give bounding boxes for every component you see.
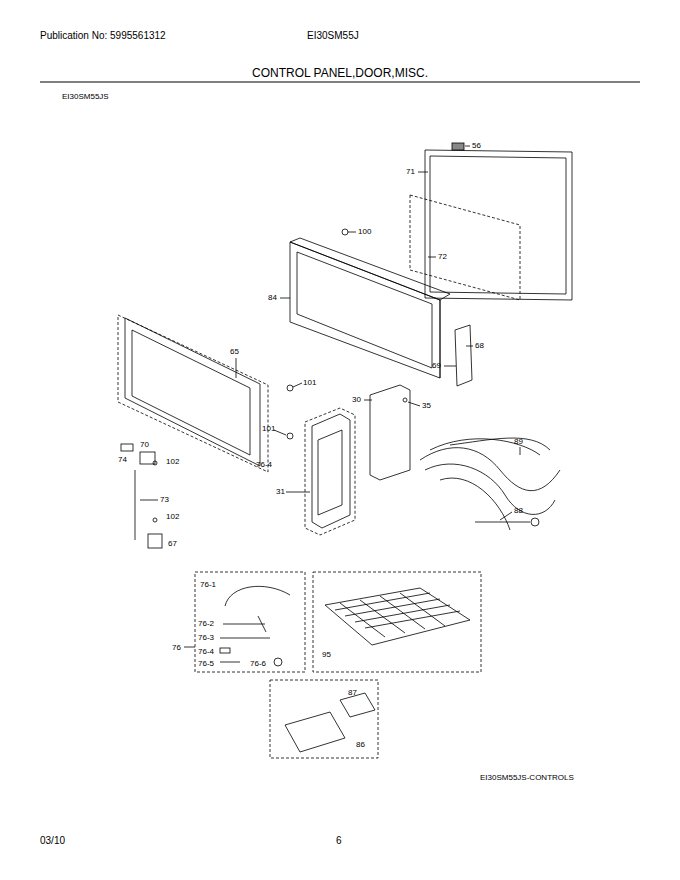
callout-number: 65 xyxy=(230,347,239,357)
callout-number: 101 xyxy=(262,424,275,434)
callout-number: 95 xyxy=(322,650,331,660)
callout-number: 76-4 xyxy=(198,647,214,657)
callout-number: 35 xyxy=(422,401,431,411)
callout-number: EI30SM55JS-CONTROLS xyxy=(480,773,574,783)
page-header-text: 6 xyxy=(336,835,342,847)
callout-number: 84 xyxy=(268,293,277,303)
callout-number: 102 xyxy=(166,457,179,467)
callout-number: 76-2 xyxy=(198,619,214,629)
callout-number: 76-6 xyxy=(250,659,266,669)
callout-number: 31 xyxy=(276,487,285,497)
callout-number: EI30SM55JS xyxy=(62,92,109,102)
callout-number: 88 xyxy=(514,506,523,516)
page-header-text: Publication No: 5995561312 xyxy=(40,30,166,42)
callout-number: 87 xyxy=(348,688,357,698)
callout-number: 86 xyxy=(356,740,365,750)
callout-number: 76-4 xyxy=(256,460,272,470)
callout-number: 76-5 xyxy=(198,659,214,669)
callout-number: 101 xyxy=(303,378,316,388)
page-header-text: EI30SM55J xyxy=(307,30,359,42)
callout-number: 76-1 xyxy=(200,580,216,590)
callout-number: 56 xyxy=(472,141,481,151)
callout-number: 76 xyxy=(172,643,181,653)
page-title: CONTROL PANEL,DOOR,MISC. xyxy=(252,66,428,80)
callout-number: 100 xyxy=(358,227,371,237)
callout-number: 76-3 xyxy=(198,633,214,643)
page-header-text: 03/10 xyxy=(40,835,65,847)
callout-number: 71 xyxy=(406,167,415,177)
callout-number: 68 xyxy=(475,341,484,351)
callout-number: 89 xyxy=(514,437,523,447)
callout-number: 70 xyxy=(140,440,149,450)
callout-number: 73 xyxy=(160,495,169,505)
callout-number: 72 xyxy=(438,252,447,262)
callout-number: 102 xyxy=(166,512,179,522)
callout-number: 30 xyxy=(352,395,361,405)
callout-number: 67 xyxy=(168,539,177,549)
callout-number: 69 xyxy=(432,361,441,371)
callout-number: 74 xyxy=(118,455,127,465)
